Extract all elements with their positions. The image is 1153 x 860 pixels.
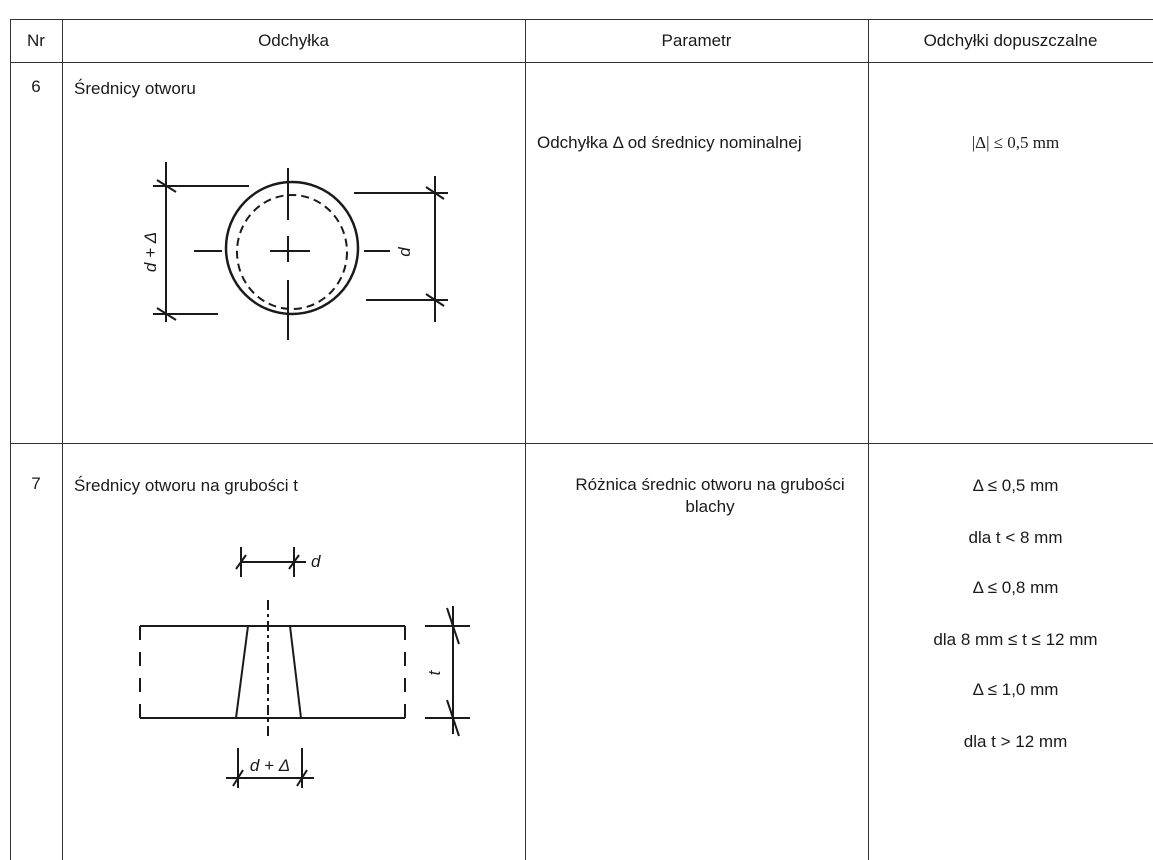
parameter-description: Odchyłka Δ od średnicy nominalnej <box>537 133 802 152</box>
deviation-name: Średnicy otworu <box>74 79 196 98</box>
tolerance-table: Nr Odchyłka Parametr Odchyłki dopuszczal… <box>10 0 1153 860</box>
tolerance-value: Δ ≤ 0,8 mm <box>972 578 1059 597</box>
header-nr: Nr <box>27 30 45 50</box>
plate-thickness-figure: d d + Δ t <box>139 547 470 788</box>
tolerance-condition: dla t > 12 mm <box>963 732 1068 751</box>
header-deviation: Odchyłka <box>258 30 329 50</box>
tolerance-value: Δ ≤ 1,0 mm <box>972 680 1059 699</box>
hole-diameter-figure: d + Δ d <box>141 162 448 340</box>
parameter-description: Różnica średnic otworu na grubości blach… <box>575 475 845 516</box>
row-number: 6 <box>31 77 41 96</box>
dimension-label-d-plus-delta: d + Δ <box>250 756 290 775</box>
column-divider <box>525 19 526 860</box>
dimension-label-t: t <box>425 669 444 675</box>
row-divider <box>10 443 1153 444</box>
header-tolerance: Odchyłki dopuszczalne <box>923 30 1098 50</box>
dimension-label-d: d <box>311 552 321 571</box>
tolerance-value: |Δ| ≤ 0,5 mm <box>971 133 1060 152</box>
tolerance-condition: dla 8 mm ≤ t ≤ 12 mm <box>933 630 1098 649</box>
dimension-label-d: d <box>395 247 414 257</box>
row-number: 7 <box>31 474 41 493</box>
column-divider <box>868 19 869 860</box>
table-top-border <box>10 19 1153 20</box>
table-left-border <box>10 19 11 860</box>
dimension-label-d-plus-delta: d + Δ <box>141 232 160 272</box>
header-bottom-border <box>10 62 1153 63</box>
header-parameter: Parametr <box>661 30 732 50</box>
column-divider <box>62 19 63 860</box>
tolerance-condition: dla t < 8 mm <box>968 528 1063 547</box>
deviation-name: Średnicy otworu na grubości t <box>74 476 298 495</box>
tolerance-value: Δ ≤ 0,5 mm <box>972 476 1059 495</box>
